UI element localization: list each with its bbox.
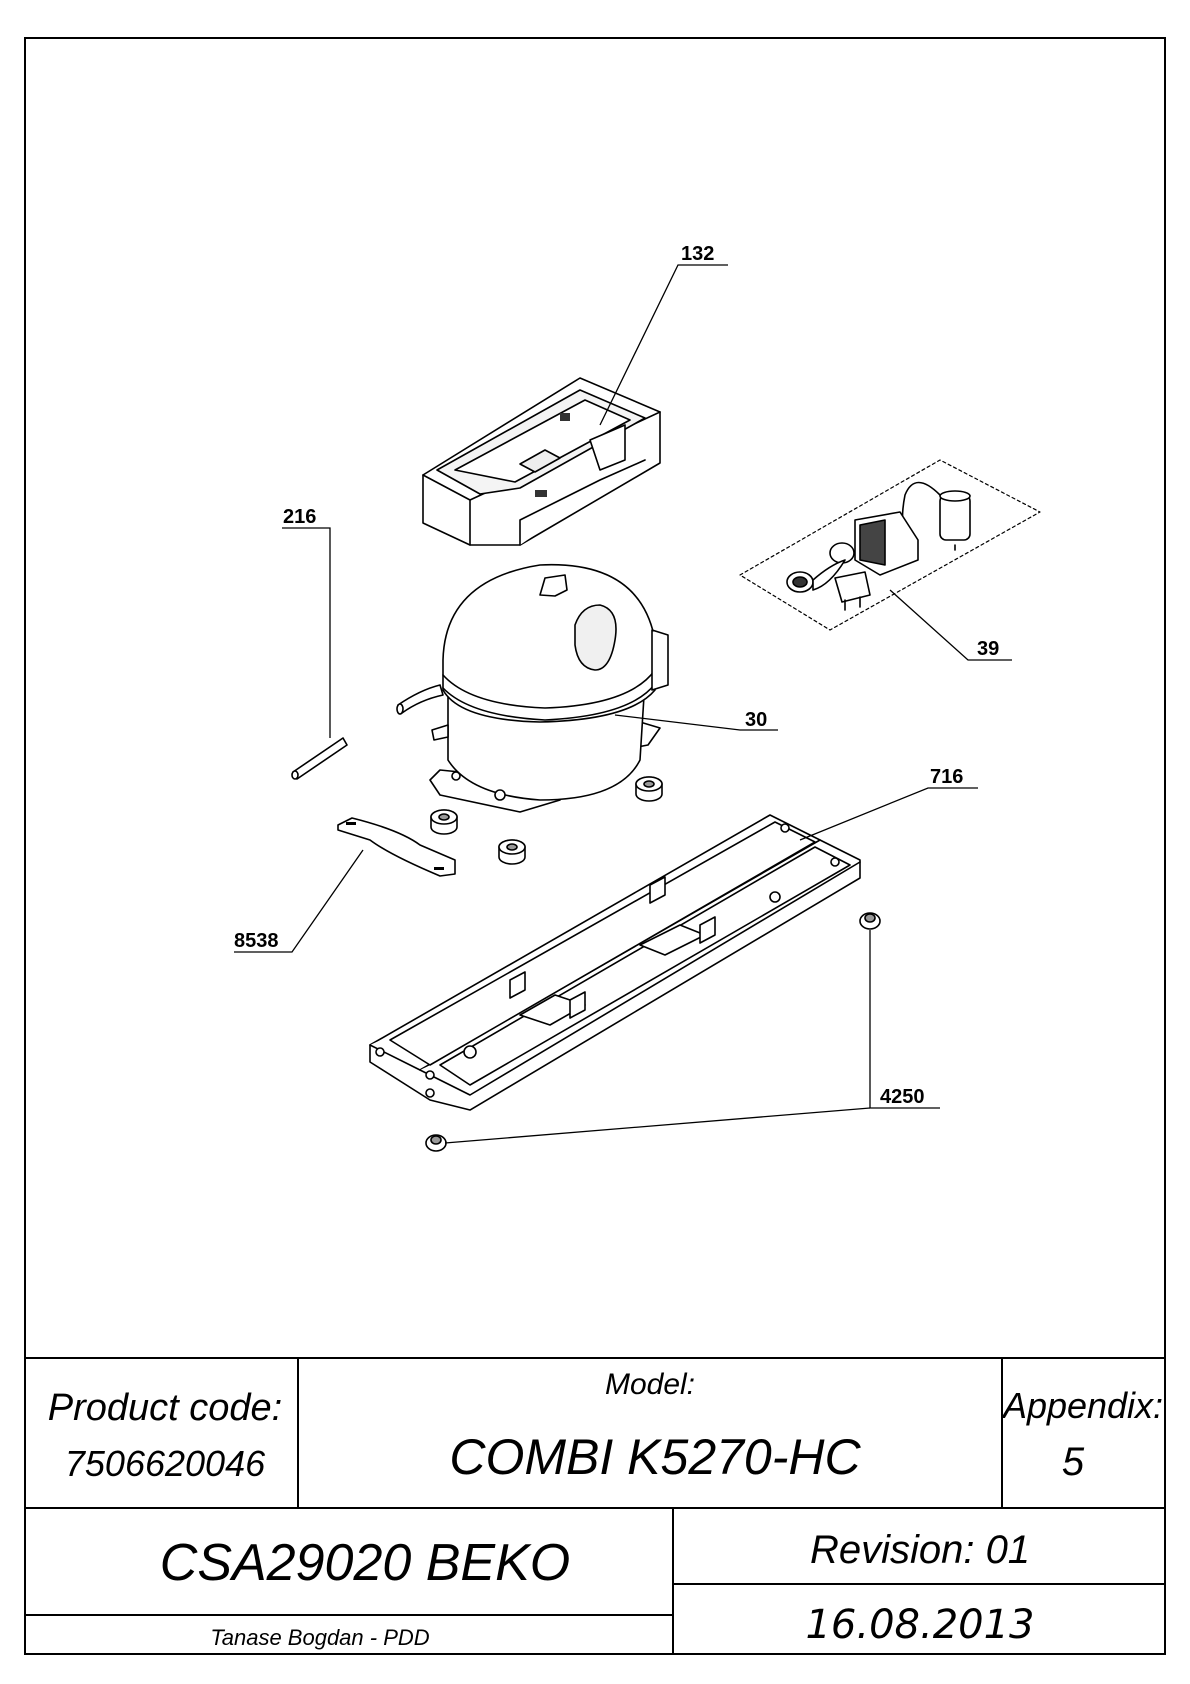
callout-216: 216 [283, 506, 316, 528]
rubber-grommet [430, 809, 458, 835]
electrical-kit-part [739, 459, 1041, 631]
appendix-value: 5 [1062, 1440, 1085, 1484]
callout-39: 39 [977, 638, 999, 660]
callout-132: 132 [681, 243, 714, 265]
pin-part [291, 737, 348, 780]
rubber-grommet [635, 776, 663, 802]
model-label: Model: [605, 1368, 695, 1401]
nut-part [859, 912, 881, 930]
callout-4250: 4250 [880, 1086, 925, 1108]
date: 16.08.2013 [805, 1602, 1034, 1648]
product-code-label: Product code: [48, 1387, 282, 1429]
author: Tanase Bogdan - PDD [210, 1625, 429, 1650]
drip-tray-part [422, 377, 661, 546]
callout-8538: 8538 [234, 930, 279, 952]
callout-30: 30 [745, 709, 767, 731]
callouts: 132 216 39 30 716 8538 4250 [234, 243, 999, 1108]
drawing-name: CSA29020 BEKO [160, 1534, 570, 1592]
rubber-grommet [498, 839, 526, 865]
product-code-value: 7506620046 [65, 1443, 266, 1484]
nut-part [425, 1134, 447, 1152]
compressor-part [396, 563, 669, 813]
model-value: COMBI K5270-HC [449, 1429, 861, 1485]
appendix-label: Appendix: [1001, 1385, 1163, 1426]
title-block-text: Product code: 7506620046 Model: COMBI K5… [48, 1368, 1163, 1650]
strap-part [337, 817, 456, 877]
leader-lines [234, 264, 1012, 1144]
revision: Revision: 01 [810, 1528, 1030, 1572]
title-block [25, 1357, 1165, 1654]
callout-716: 716 [930, 766, 963, 788]
base-rail-part [369, 814, 861, 1111]
sheet-border [24, 37, 1166, 1655]
exploded-view [291, 377, 1041, 1152]
